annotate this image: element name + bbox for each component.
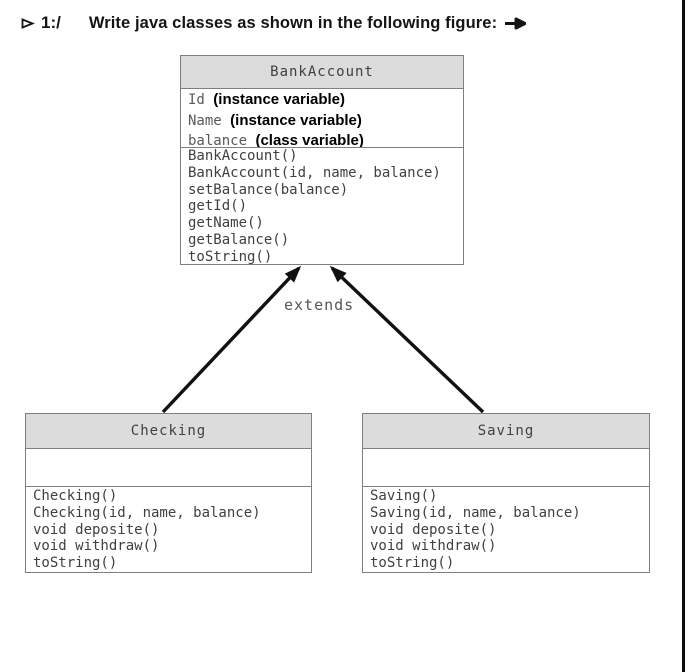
method-row: Saving() [370,488,438,504]
method-row: getId() [188,198,248,215]
method-row: void deposite() [33,521,160,538]
page-border [682,0,685,672]
class-title-saving: Saving [363,414,649,449]
method-row: void withdraw() [370,538,497,555]
extends-label: extends [284,296,355,314]
method-row: toString() [188,248,273,265]
prompt-text: Write java classes as shown in the follo… [88,13,498,32]
fields-section-checking [26,449,311,487]
method-row: setBalance(balance) [188,181,349,198]
method-row: toString() [370,555,455,572]
methods-section-checking: Checking() Checking(id, name, balance) v… [26,487,311,572]
prompt-line: 1:/ Write java classes as shown in the f… [21,13,527,33]
prompt-number: 1:/ [41,13,61,32]
class-title-bankaccount: BankAccount [181,56,463,89]
class-box-checking: Checking Checking() Checking(id, name, b… [25,413,312,573]
method-row: void withdraw() [33,538,160,555]
bold-right-arrow-icon [504,16,527,31]
fields-section-saving [363,449,649,487]
class-box-bankaccount: BankAccount Id (instance variable) Name … [180,55,464,265]
method-row: toString() [33,555,118,572]
method-row: getBalance() [188,231,290,248]
field-row: balance (class variable) [188,132,364,148]
class-title-checking: Checking [26,414,311,449]
methods-section-saving: Saving() Saving(id, name, balance) void … [363,487,649,572]
method-row: void deposite() [370,521,497,538]
method-row: Saving(id, name, balance) [370,504,581,521]
extends-arrow-checking [161,265,302,414]
field-row: Name (instance variable) [188,111,362,129]
method-row: Checking() [33,488,118,504]
fields-section-bankaccount: Id (instance variable) Name (instance va… [181,89,463,148]
class-box-saving: Saving Saving() Saving(id, name, balance… [362,413,650,573]
methods-section-bankaccount: BankAccount() BankAccount(id, name, bala… [181,148,463,265]
right-arrowhead-icon [21,17,35,30]
method-row: getName() [188,215,264,232]
method-row: Checking(id, name, balance) [33,504,261,521]
field-row: Id (instance variable) [188,91,346,108]
method-row: BankAccount(id, name, balance) [188,164,441,181]
extends-arrow-saving [329,265,485,414]
method-row: BankAccount() [188,148,298,164]
